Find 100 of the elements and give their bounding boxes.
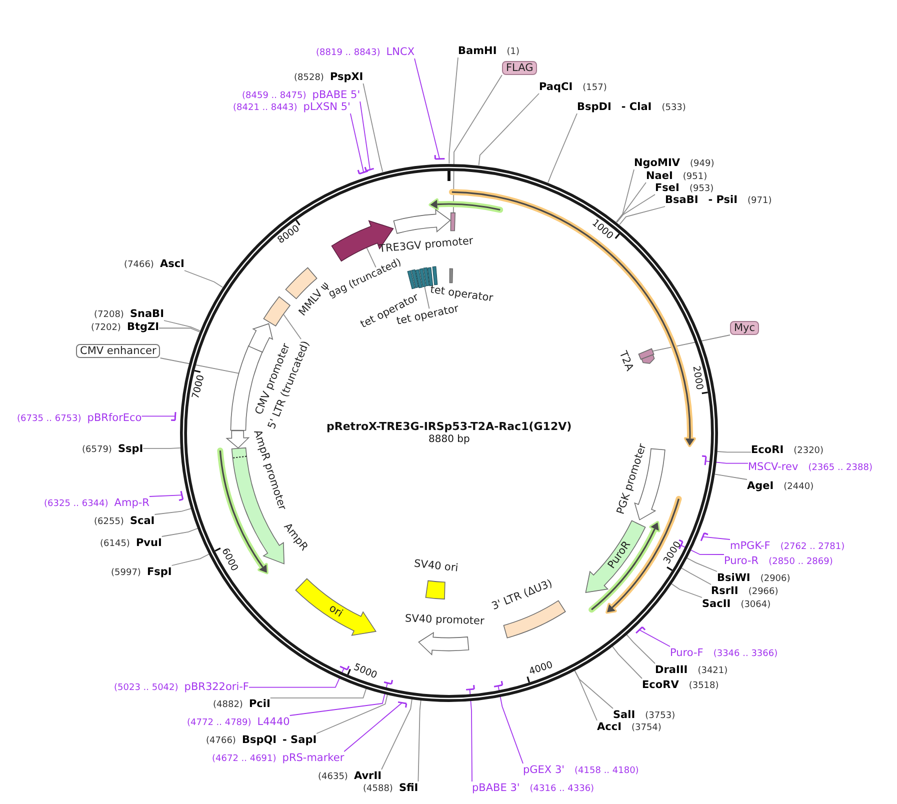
enzyme-name: SalI [613,708,636,720]
enzyme-name: FseI [655,182,680,194]
enzyme-name: BsiWI [717,572,750,584]
leader-line [283,314,302,340]
primer-name: Puro-R [724,554,759,566]
leader-line [381,698,412,770]
leader-line [626,634,656,664]
leader-line [616,182,646,223]
primer-site-mark [700,532,709,542]
leader-line [141,416,176,417]
primer-site-mark [178,490,184,502]
cut-position: (2906) [760,572,790,584]
primer-name: pBABE 3' [472,782,520,794]
cut-position: (6145) [100,538,130,550]
enzyme-name: PspXI [330,70,364,82]
enzyme-name: RsrII [711,584,738,596]
cut-position: (8528) [294,72,324,84]
leader-line [184,270,224,288]
enzyme-name: BamHI [458,44,497,56]
leader-line [680,568,712,585]
plasmid-length: 8880 bp [428,434,470,446]
cut-position: (7208) [94,308,124,320]
cut-position: (4882) [213,698,243,710]
cut-position: (6579) [82,444,112,456]
enzyme-name: NaeI [646,170,673,182]
leader-line [289,682,388,716]
enzyme-name: SacII [702,598,731,610]
cut-position: (1) [506,46,520,58]
ltr-box [263,296,292,328]
feature-label: SV40 promoter [405,612,485,628]
feature-tag: CMV enhancer [76,344,160,358]
primer-site-mark [397,700,408,708]
enzyme-name: EcoRI [751,444,784,456]
leader-line [350,113,364,173]
leader-line [686,558,718,572]
leader-line [161,528,198,537]
feature-label: TRE3GV promoter [378,234,474,256]
primer-position: (2850 .. 2869) [768,556,833,568]
enzyme-name: ScaI [130,514,155,526]
leader-line [171,554,210,566]
leader-line [164,320,200,332]
leader-line [638,629,670,647]
cut-position: (7202) [91,322,121,334]
leader-line [574,670,598,721]
leader-line [414,58,440,160]
primer-site-mark [700,455,707,466]
leader-line [714,474,748,480]
tag-feature-box [638,348,654,360]
cut-position: (3518) [688,680,719,692]
primer-position: (4158 .. 4180) [574,764,639,776]
primer-position: (8459 .. 8475) [242,90,306,102]
cut-position: (3064) [740,598,771,610]
primer-site-mark [492,680,504,688]
primer-name: pGEX 3' [523,764,565,776]
leader-line [366,248,376,268]
leader-line [142,447,181,449]
leader-line [680,544,724,555]
enzyme-name: BspQI [242,734,277,746]
enzyme-name: - SapI [282,734,317,746]
leader-line [452,74,502,213]
enzyme-name: SfiI [398,782,418,794]
enzyme-name: FspI [146,566,172,578]
enzyme-name: - ClaI [621,100,652,112]
primer-site-mark [434,154,446,160]
scale-label: 5000 [352,662,379,682]
primer-position: (8819 .. 8843) [316,46,380,58]
leader-line [702,536,730,540]
leader-line [574,670,614,709]
enzyme-name: EcoRV [642,678,679,690]
enzyme-name: BtgZI [126,320,159,332]
leader-line [670,583,702,598]
primer-site-mark [382,678,394,685]
enzyme-name: BspDI [577,100,612,112]
leader-line [149,494,183,497]
enzyme-name: AgeI [747,480,774,492]
primer-site-mark [678,538,684,550]
cut-position: (4588) [363,782,393,794]
leader-line [478,93,540,166]
enzyme-name: PaqCI [539,80,573,92]
feature-tag: FLAG [502,61,538,75]
leader-line [158,328,200,332]
primer-position: (2365 .. 2388) [808,462,872,474]
tag-feature-box [450,212,456,232]
leader-line [362,83,384,172]
cut-position: (3753) [645,710,676,722]
enzyme-name: PvuI [136,536,162,548]
primer-site-mark [364,166,375,172]
primer-position: (5023 .. 5042) [114,682,178,694]
primer-name: pRS-marker [282,752,344,764]
leader-line [424,286,430,310]
primer-name: LNCX [386,46,415,58]
enzyme-name: PciI [248,698,270,710]
feature-tag: Myc [730,321,760,335]
primer-position: (4672 .. 4691) [212,752,276,764]
leader-line [160,358,240,374]
primer-position: (3346 .. 3366) [713,648,778,660]
primer-position: (8421 .. 8443) [233,102,298,114]
cut-position: (971) [748,194,772,206]
feature-label: ori [326,602,345,620]
cut-position: (3421) [698,664,728,676]
